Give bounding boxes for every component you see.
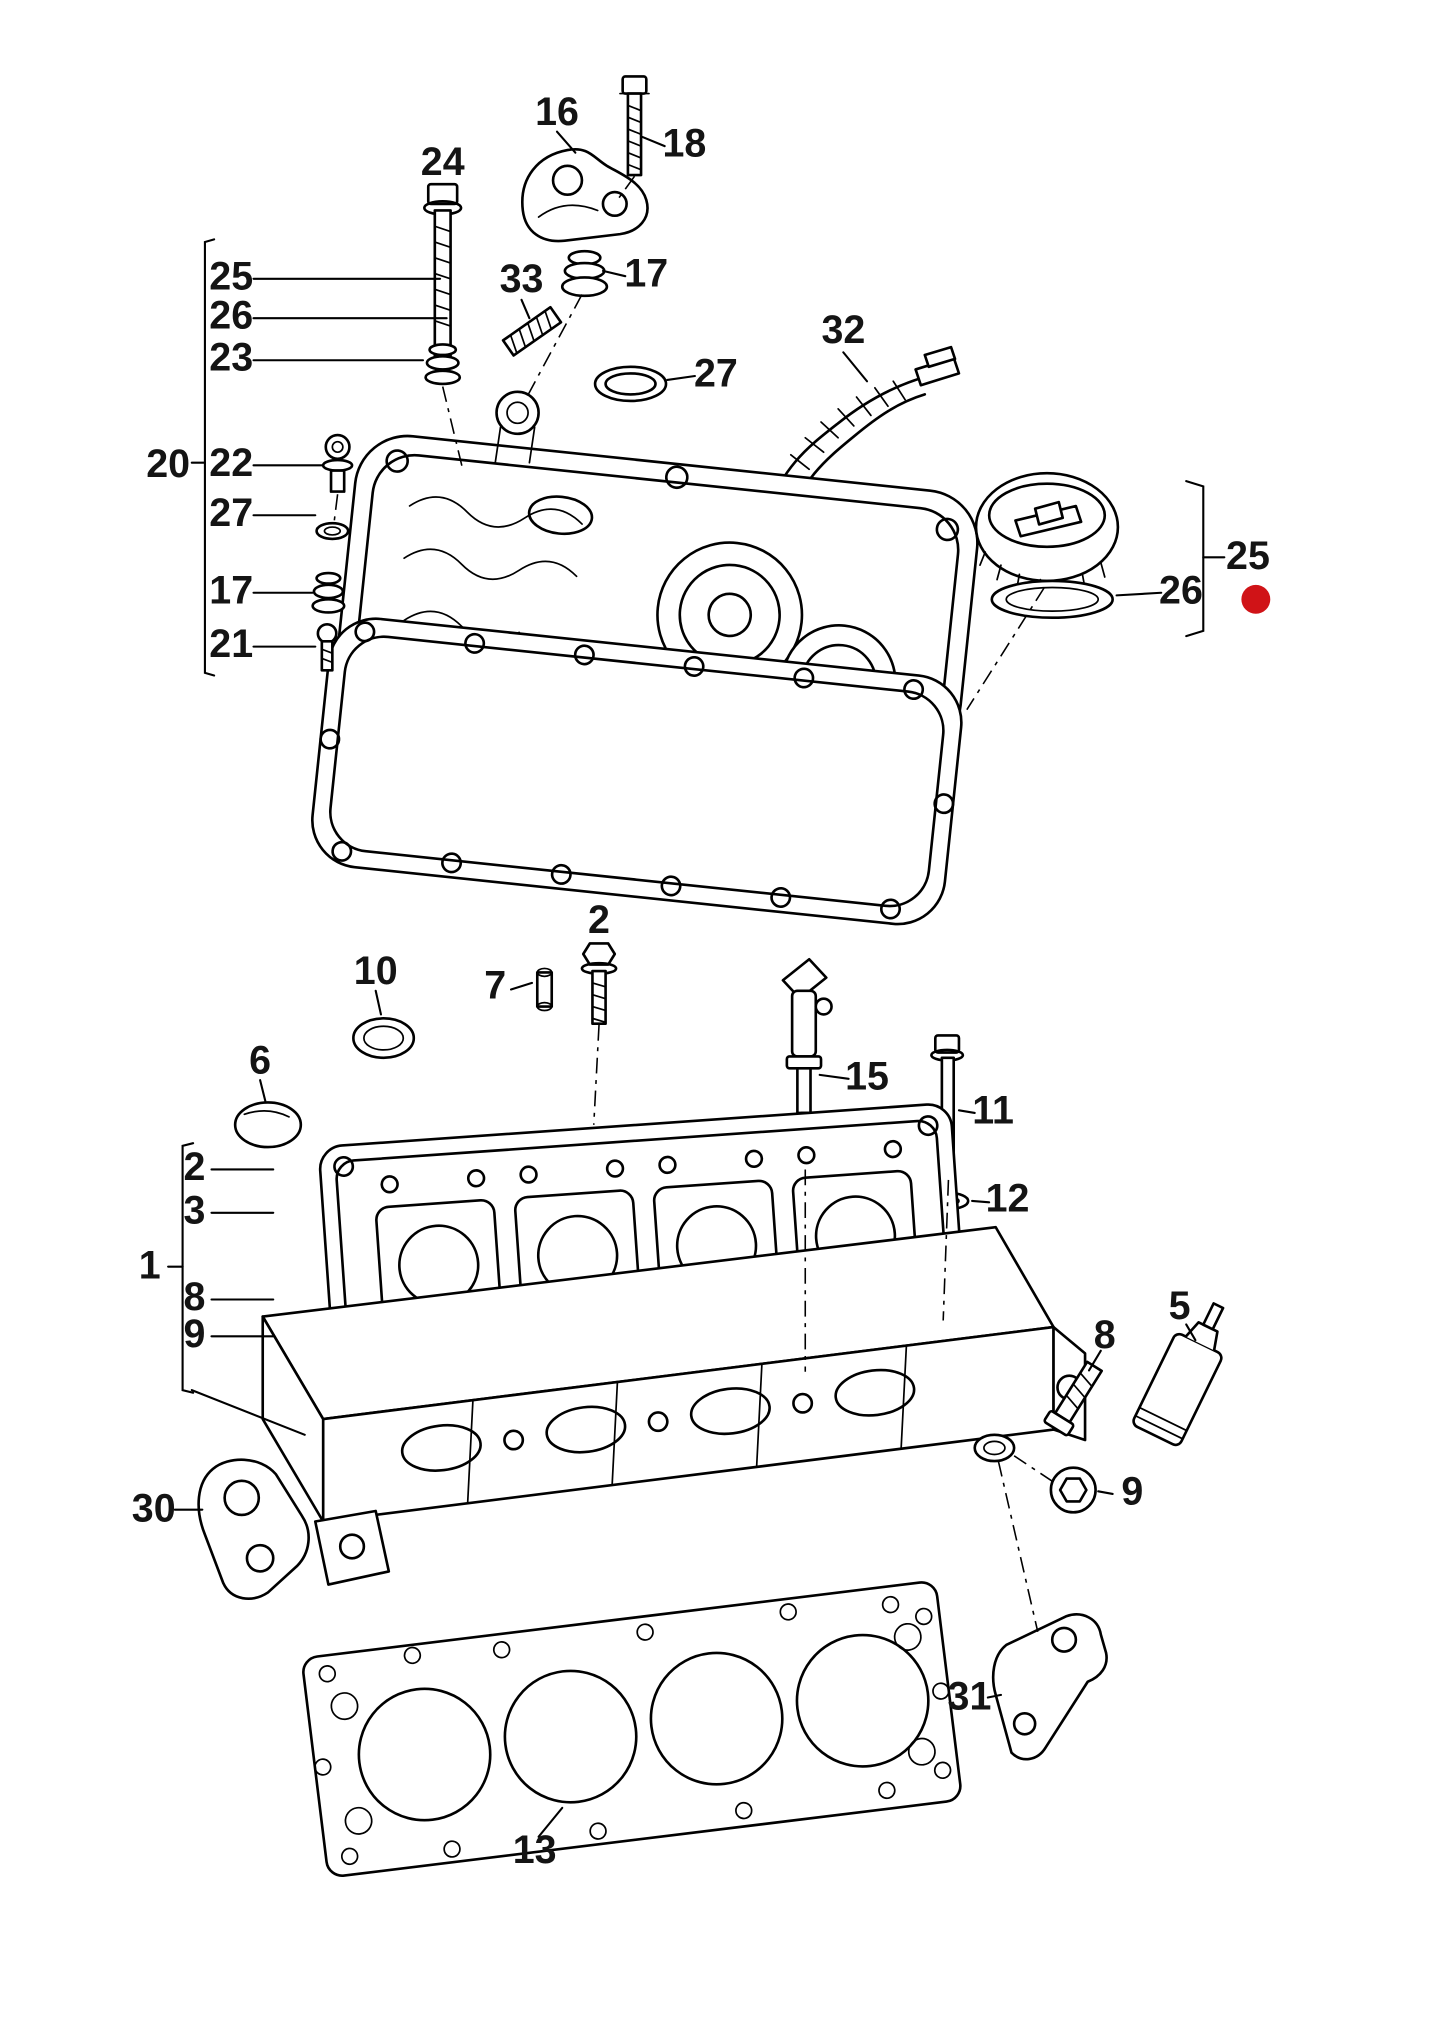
callout-30[interactable]: 30: [132, 1486, 176, 1530]
bracket-part-30: [197, 1458, 310, 1600]
callout-2-top[interactable]: 2: [588, 898, 610, 942]
plug-part-6: [233, 1101, 303, 1149]
callout-26-left[interactable]: 26: [209, 294, 253, 338]
dowel-part-7: [535, 967, 554, 1012]
grommet-part-17-top: [560, 249, 609, 298]
callout-27-top[interactable]: 27: [694, 352, 738, 396]
callout-25-left[interactable]: 25: [209, 254, 253, 298]
callout-7[interactable]: 7: [484, 964, 506, 1008]
callout-32[interactable]: 32: [821, 308, 865, 352]
cover-frame-part: [311, 617, 963, 926]
group-brackets: [167, 238, 1226, 1394]
callout-3[interactable]: 3: [183, 1188, 205, 1232]
sealant-tube-part-5: [1132, 1302, 1225, 1447]
callout-6[interactable]: 6: [249, 1039, 271, 1083]
grommet-part-23: [424, 343, 462, 386]
bracket-part-31: [991, 1613, 1108, 1761]
callout-31[interactable]: 31: [948, 1674, 992, 1718]
callout-22[interactable]: 22: [209, 441, 253, 485]
callout-23[interactable]: 23: [209, 336, 253, 380]
callout-labels: 16 18 24 33 17 27 32 25 26 23 20 22 27 1…: [132, 90, 1270, 1872]
callout-10[interactable]: 10: [354, 949, 398, 993]
callout-1[interactable]: 1: [139, 1243, 161, 1287]
sealing-cap-part-10: [352, 1017, 416, 1060]
cap-seal-part-26: [990, 579, 1114, 620]
screw-plug-part-9: [1049, 1466, 1097, 1514]
callout-18[interactable]: 18: [662, 122, 706, 166]
callout-9-right[interactable]: 9: [1121, 1469, 1143, 1513]
callout-15[interactable]: 15: [845, 1054, 889, 1098]
callout-2-left[interactable]: 2: [183, 1145, 205, 1189]
callout-25-right[interactable]: 25: [1226, 534, 1270, 578]
callout-21[interactable]: 21: [209, 622, 253, 666]
callout-9-left[interactable]: 9: [183, 1312, 205, 1356]
axis-lines: [332, 175, 1054, 1633]
callout-33[interactable]: 33: [500, 257, 544, 301]
seal-ring-part-27-top: [593, 365, 668, 403]
cover-dome: [494, 390, 540, 464]
spring-pin-part-33: [501, 305, 563, 357]
cover-edge-parts: [311, 433, 354, 672]
callout-11[interactable]: 11: [972, 1088, 1014, 1132]
callout-26-right[interactable]: 26: [1159, 568, 1203, 612]
callout-13[interactable]: 13: [513, 1828, 557, 1872]
callout-27-left[interactable]: 27: [209, 491, 253, 535]
callout-8-right[interactable]: 8: [1094, 1313, 1116, 1357]
oil-filler-cap-part-25: [974, 471, 1120, 595]
callout-12[interactable]: 12: [986, 1176, 1030, 1220]
bolt-part-2: [580, 942, 618, 1025]
callout-17-left[interactable]: 17: [209, 568, 253, 612]
cam-bracket-part-16: [521, 147, 649, 243]
selection-dot: [1241, 584, 1271, 614]
callout-16[interactable]: 16: [535, 90, 579, 134]
stud-part-8: [1043, 1360, 1104, 1437]
callout-8-left[interactable]: 8: [183, 1275, 205, 1319]
callout-24[interactable]: 24: [421, 140, 465, 184]
bolt-part-18: [619, 75, 650, 177]
washer-part-near-8: [973, 1433, 1016, 1463]
callout-17-top[interactable]: 17: [624, 252, 668, 296]
callout-5[interactable]: 5: [1169, 1284, 1191, 1328]
leader-lines: [173, 130, 1197, 1838]
head-gasket-part-13: [302, 1581, 962, 1877]
callout-20[interactable]: 20: [146, 442, 190, 486]
